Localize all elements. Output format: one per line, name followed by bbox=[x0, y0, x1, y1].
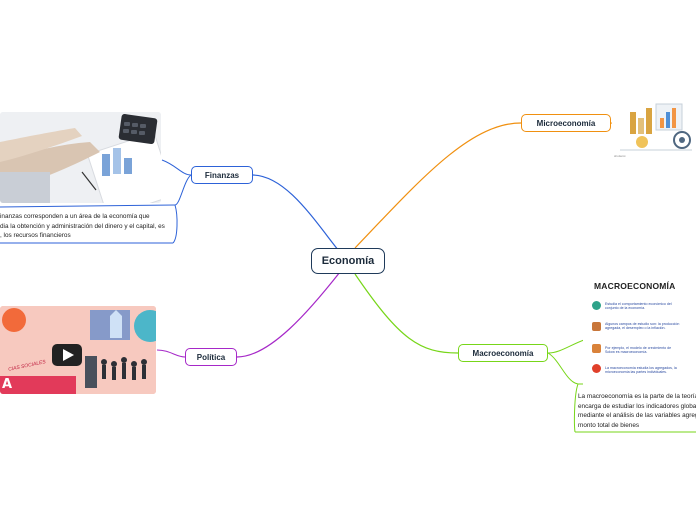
finance-photo-illustration bbox=[0, 112, 161, 203]
topic-node-macroeconomia[interactable]: Macroeconomía bbox=[458, 344, 548, 362]
pie-icon bbox=[592, 364, 601, 373]
macro-note-line: mediante el análisis de las variables ag… bbox=[578, 412, 696, 420]
infographic-row: Algunos campos de estudio son: la produc… bbox=[605, 322, 680, 331]
finanzas-note[interactable]: inanzas corresponden a un área de la eco… bbox=[0, 212, 165, 241]
topic-node-politica[interactable]: Política bbox=[185, 348, 237, 366]
play-icon[interactable] bbox=[63, 349, 74, 361]
micro-image-caption: shutterst bbox=[614, 154, 626, 158]
topic-label-finanzas: Finanzas bbox=[204, 170, 240, 180]
macro-note-line: monto total de bienes bbox=[578, 421, 640, 429]
document-icon bbox=[592, 344, 601, 353]
finanzas-note-line: , los recursos financieros bbox=[0, 232, 71, 240]
connector-macro-image bbox=[547, 339, 585, 354]
politica-thumbnail-banner: A POLÍTICA bbox=[0, 376, 76, 394]
topic-node-microeconomia[interactable]: Microeconomía bbox=[521, 114, 611, 132]
macro-note-line: encarga de estudiar los indicadores glob… bbox=[578, 402, 696, 410]
finanzas-image[interactable] bbox=[0, 112, 161, 203]
topic-node-finanzas[interactable]: Finanzas bbox=[191, 166, 253, 184]
finanzas-note-line: inanzas corresponden a un área de la eco… bbox=[0, 213, 150, 220]
connector-politica bbox=[236, 271, 341, 358]
infographic-row: Estudia el comportamiento económico del … bbox=[605, 302, 672, 311]
microeconomia-image[interactable]: shutterst bbox=[612, 96, 696, 162]
globe-icon bbox=[592, 301, 601, 310]
finanzas-note-line: dia la obtención y administración del di… bbox=[0, 222, 165, 230]
politica-video-thumbnail[interactable]: CIAS SOCIALES A POLÍTICA bbox=[0, 306, 156, 394]
macro-note-line: La macroeconomía es la parte de la teorí… bbox=[578, 393, 696, 400]
business-illustration bbox=[612, 96, 696, 162]
topic-label-microeconomia: Microeconomía bbox=[536, 118, 596, 128]
connector-finanzas-image bbox=[161, 159, 192, 176]
macroeconomia-note[interactable]: La macroeconomía es la parte de la teorí… bbox=[578, 392, 696, 430]
topic-label-macroeconomia: Macroeconomía bbox=[472, 348, 534, 358]
infographic-title: MACROECONOMÍA bbox=[594, 281, 676, 291]
central-node-label: Economía bbox=[321, 255, 375, 267]
macroeconomia-infographic[interactable]: MACROECONOMÍA Estudia el comportamiento … bbox=[583, 276, 696, 388]
connector-macroeconomia bbox=[354, 273, 459, 354]
central-node[interactable]: Economía bbox=[311, 248, 385, 274]
infographic-row: Por ejemplo, el modelo de crecimiento de… bbox=[605, 346, 672, 355]
connector-politica-image bbox=[156, 349, 186, 358]
topic-label-politica: Política bbox=[196, 352, 226, 362]
chart-icon bbox=[592, 322, 601, 331]
connector-microeconomia bbox=[354, 122, 522, 249]
infographic-row: La macroeconomía estudia los agregados, … bbox=[605, 366, 677, 375]
